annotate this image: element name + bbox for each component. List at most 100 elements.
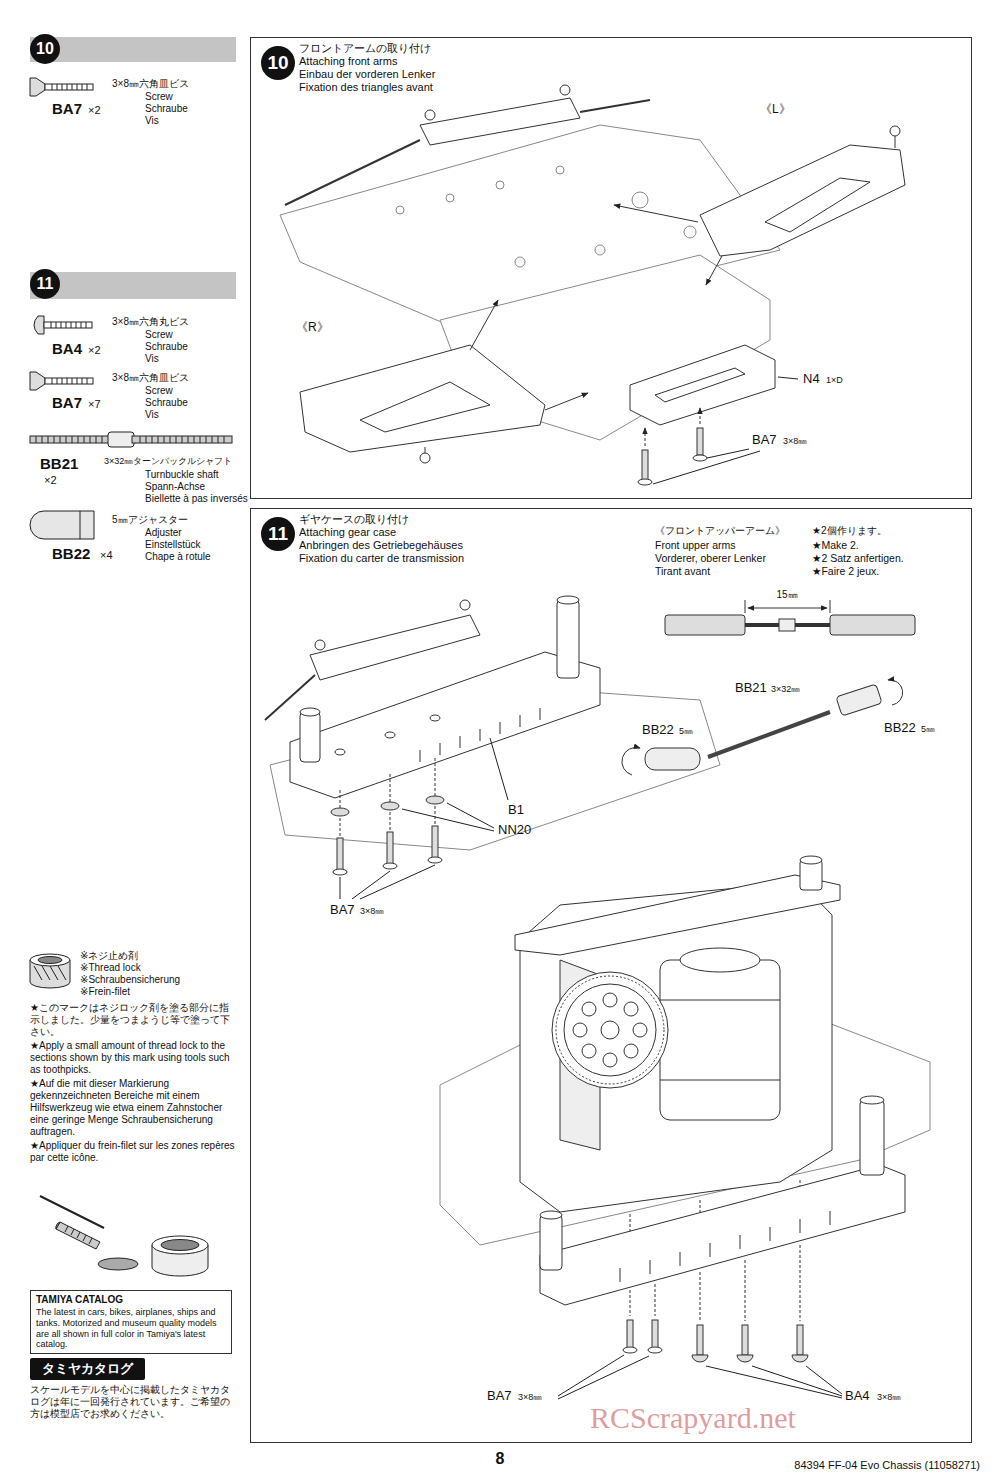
note-text: ★このマークはネジロック剤を塗る部分に指示しました。少量をつまようじ等で塗って下… (30, 1002, 235, 1038)
note-text: ★Auf die mit dieser Markierung gekennzei… (30, 1078, 235, 1138)
gear-case-drawing (623, 1347, 637, 1353)
part-name: Schraube (145, 103, 188, 115)
catalog-text: The latest in cars, bikes, airplanes, sh… (36, 1307, 226, 1350)
gear-case-drawing (624, 1002, 638, 1016)
chassis-drawing (435, 756, 436, 796)
gear-case-drawing (660, 1000, 780, 1080)
dimension-label: 3×32㎜ (771, 684, 800, 695)
gear-case-drawing (552, 972, 668, 1088)
step-title: Fixation des triangles avant (299, 81, 971, 94)
part-code: BA7 (52, 100, 82, 118)
chassis-drawing (515, 257, 525, 267)
part-name: Spann-Achse (145, 481, 205, 493)
part-name: Turnbuckle shaft (145, 469, 219, 481)
gear-case-drawing (860, 1100, 884, 1175)
chassis-drawing (655, 368, 745, 402)
gear-case-drawing (860, 1096, 884, 1104)
step-frame: 11ギヤケースの取り付けAttaching gear caseAnbringen… (250, 508, 972, 1443)
part-name: Biellette à pas inversés (145, 493, 248, 505)
chassis-drawing (496, 181, 504, 189)
note-text: ★Faire 2 jeux. (812, 565, 879, 578)
chassis-drawing (360, 865, 435, 899)
chassis-drawing (700, 408, 701, 424)
chassis-drawing (285, 140, 420, 205)
step-number: 11 (261, 517, 295, 551)
part-icon (44, 322, 92, 328)
gear-case-drawing (745, 1260, 746, 1321)
part-name: Screw (145, 91, 173, 103)
chassis-drawing (430, 715, 440, 721)
chassis-drawing (432, 826, 438, 858)
part-name: Chape à rotule (145, 551, 211, 563)
part-icon (52, 84, 87, 90)
part-icon (80, 511, 81, 539)
thread-lock-icon (38, 957, 62, 964)
chassis-drawing (265, 596, 720, 899)
chassis-drawing (352, 871, 390, 899)
catalog-tag-text: タミヤカタログ (42, 1360, 133, 1378)
gear-case-drawing (697, 1325, 703, 1355)
chassis-drawing (614, 205, 698, 222)
part-icon (51, 322, 86, 328)
part-code: BB22 (52, 545, 90, 563)
part-name: Vorderer, oberer Lenker (655, 552, 766, 565)
turnbuckle-drawing (622, 600, 915, 775)
gear-case-drawing (558, 1355, 624, 1396)
chassis-drawing (435, 806, 436, 824)
chassis-drawing (632, 192, 648, 208)
part-name: Schraube (145, 341, 188, 353)
turnbuckle-drawing (830, 615, 915, 635)
dimension-label: 15㎜ (776, 589, 797, 601)
part-name: 3×32㎜ターンバックルシャフト (104, 456, 232, 467)
dimension-label: 3×8㎜ (783, 436, 807, 447)
dimension-label: 5㎜ (679, 726, 693, 737)
chassis-drawing (390, 772, 391, 802)
gear-case-drawing (692, 1355, 708, 1362)
step-frame: 10フロントアームの取り付けAttaching front armsEinbau… (250, 37, 972, 499)
chassis-drawing (446, 194, 454, 202)
chassis-drawing (545, 393, 588, 410)
part-qty: ×4 (100, 549, 113, 562)
gear-case-drawing (800, 856, 822, 864)
part-name: Screw (145, 385, 173, 397)
watermark: RCScrapyard.net (590, 1400, 796, 1436)
chassis-drawing (333, 869, 347, 875)
chassis-drawing (765, 178, 870, 232)
chassis-drawing (630, 345, 775, 425)
note-text: ★2 Satz anfertigen. (812, 552, 904, 565)
thread-lock-illustration (65, 1226, 92, 1244)
part-icon (30, 511, 94, 539)
dimension-label: 5㎜ (921, 724, 935, 735)
part-code: BA7 (52, 394, 82, 412)
chassis-drawing (490, 738, 508, 800)
chassis-drawing (387, 832, 393, 864)
step-number: 10 (261, 46, 295, 80)
dimension-label: 3×8㎜ (877, 1392, 901, 1403)
callout-label: 《R》 (296, 320, 329, 334)
gear-case-drawing (630, 1290, 631, 1316)
chassis-drawing (425, 447, 426, 453)
step-number: 11 (30, 269, 60, 299)
gear-case-drawing (603, 993, 617, 1007)
callout-label: BA7 (487, 1388, 512, 1404)
thread-lock-illustration (40, 1196, 208, 1276)
turnbuckle-drawing (708, 712, 830, 757)
part-name: Vis (145, 353, 159, 365)
callout-label: BA4 (845, 1388, 870, 1404)
gear-case-drawing (540, 1211, 562, 1219)
gear-case-drawing (706, 1366, 842, 1398)
part-name: 《フロントアッパーアーム》 (655, 525, 785, 537)
note-text: ※Schraubensicherung (80, 974, 180, 986)
part-icon (45, 84, 93, 90)
turnbuckle-drawing (836, 684, 882, 716)
part-icon (30, 78, 45, 96)
turnbuckle-drawing (645, 748, 700, 770)
chassis-drawing (383, 863, 397, 869)
dimension-label: 3×8㎜ (518, 1392, 542, 1403)
chassis-drawing (331, 808, 349, 816)
chassis-drawing (890, 126, 900, 136)
chassis-drawing (697, 428, 703, 455)
gear-case-drawing (582, 1002, 596, 1016)
chassis-drawing (560, 85, 570, 95)
gear-case-drawing (737, 1355, 753, 1362)
